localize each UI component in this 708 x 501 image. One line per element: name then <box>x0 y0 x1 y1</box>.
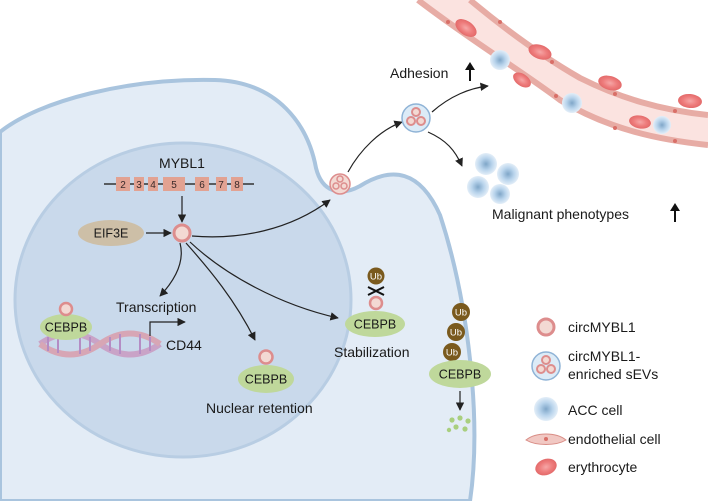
exon-label: 2 <box>120 180 126 191</box>
cebpb-node-nuclear <box>238 365 294 393</box>
stabilization-arrow <box>189 241 339 321</box>
nuclear-retention-arrow <box>185 242 256 341</box>
exon-block <box>116 177 130 191</box>
exon-label: 5 <box>171 180 177 191</box>
ub-icon <box>367 267 385 285</box>
circ-ring-icon <box>536 317 556 337</box>
circmybl1-ring <box>368 295 384 311</box>
cebpb-node-stabilized <box>345 311 405 337</box>
exon-track: 2 3 4 5 6 7 8 <box>116 177 243 191</box>
cebpb-node-dna <box>40 314 92 340</box>
exon-label: 7 <box>218 180 224 191</box>
increase-arrow-icon <box>465 62 475 81</box>
transcription-label: Transcription <box>116 299 196 315</box>
blood-vessel <box>416 0 708 148</box>
exon-block <box>195 177 209 191</box>
export-arrow <box>191 199 331 238</box>
circmybl1-ring <box>172 223 192 243</box>
erythrocyte <box>455 19 702 129</box>
block-cross-icon <box>367 286 385 296</box>
increase-arrow-icon <box>670 203 680 222</box>
malignancy-arrow <box>427 131 463 167</box>
exon-label: 6 <box>199 180 205 191</box>
transcription-arrow <box>159 242 182 297</box>
legend-label: erythrocyte <box>568 459 637 475</box>
legend-label: ACC cell <box>568 402 622 418</box>
malignant-label: Malignant phenotypes <box>492 206 629 222</box>
acc-cell <box>490 50 671 134</box>
cebpb-label-stabilized: CEBPB <box>354 318 396 332</box>
cebpb-label-nuclear: CEBPB <box>245 373 287 387</box>
cebpb-label-dna: CEBPB <box>45 321 87 335</box>
cd44-label: CD44 <box>166 337 202 353</box>
circmybl1-ring <box>258 349 274 365</box>
polyubiquitin-chain: Ub Ub Ub <box>443 303 470 361</box>
cebpb-label-ubiquitinated: CEBPB <box>439 368 481 382</box>
eif3e-label: EIF3E <box>94 227 129 241</box>
ub-label: Ub <box>446 348 458 359</box>
legend-label: circMYBL1 <box>568 319 636 335</box>
legend-label: enriched sEVs <box>568 366 658 382</box>
exon-block <box>148 177 158 191</box>
stabilization-label: Stabilization <box>334 344 410 360</box>
exon-block <box>163 177 185 191</box>
sev-budding <box>329 173 351 195</box>
adhesion-arrow <box>431 82 489 113</box>
ub-label: Ub <box>370 272 382 283</box>
acc-cell-icon <box>534 397 558 421</box>
erythrocyte-icon <box>535 458 557 476</box>
eif3e-node <box>78 220 144 246</box>
tss-arrow <box>149 317 186 336</box>
sev-cluster-icon <box>531 351 561 381</box>
exon-block <box>134 177 144 191</box>
nuclear-retention-label: Nuclear retention <box>206 400 313 416</box>
degraded-fragments-icon <box>446 415 471 433</box>
ub-label: Ub <box>455 308 467 319</box>
exon-label: 4 <box>150 180 156 191</box>
acc-cell-cluster <box>467 153 519 204</box>
exon-block <box>231 177 243 191</box>
exon-block <box>216 177 227 191</box>
sev-release-arrow <box>347 120 403 173</box>
sev-released <box>401 103 431 133</box>
exon-label: 3 <box>136 180 142 191</box>
exon-label: 8 <box>234 180 240 191</box>
gene-name: MYBL1 <box>159 155 205 171</box>
ub-label: Ub <box>450 328 462 339</box>
legend: circMYBL1 circMYBL1- enriched sEVs ACC c… <box>525 317 661 476</box>
circmybl1-ring <box>58 301 74 317</box>
legend-label: endothelial cell <box>568 431 661 447</box>
legend-label: circMYBL1- <box>568 348 641 364</box>
cebpb-node-ubiquitinated <box>429 360 491 388</box>
adhesion-label: Adhesion <box>390 65 448 81</box>
